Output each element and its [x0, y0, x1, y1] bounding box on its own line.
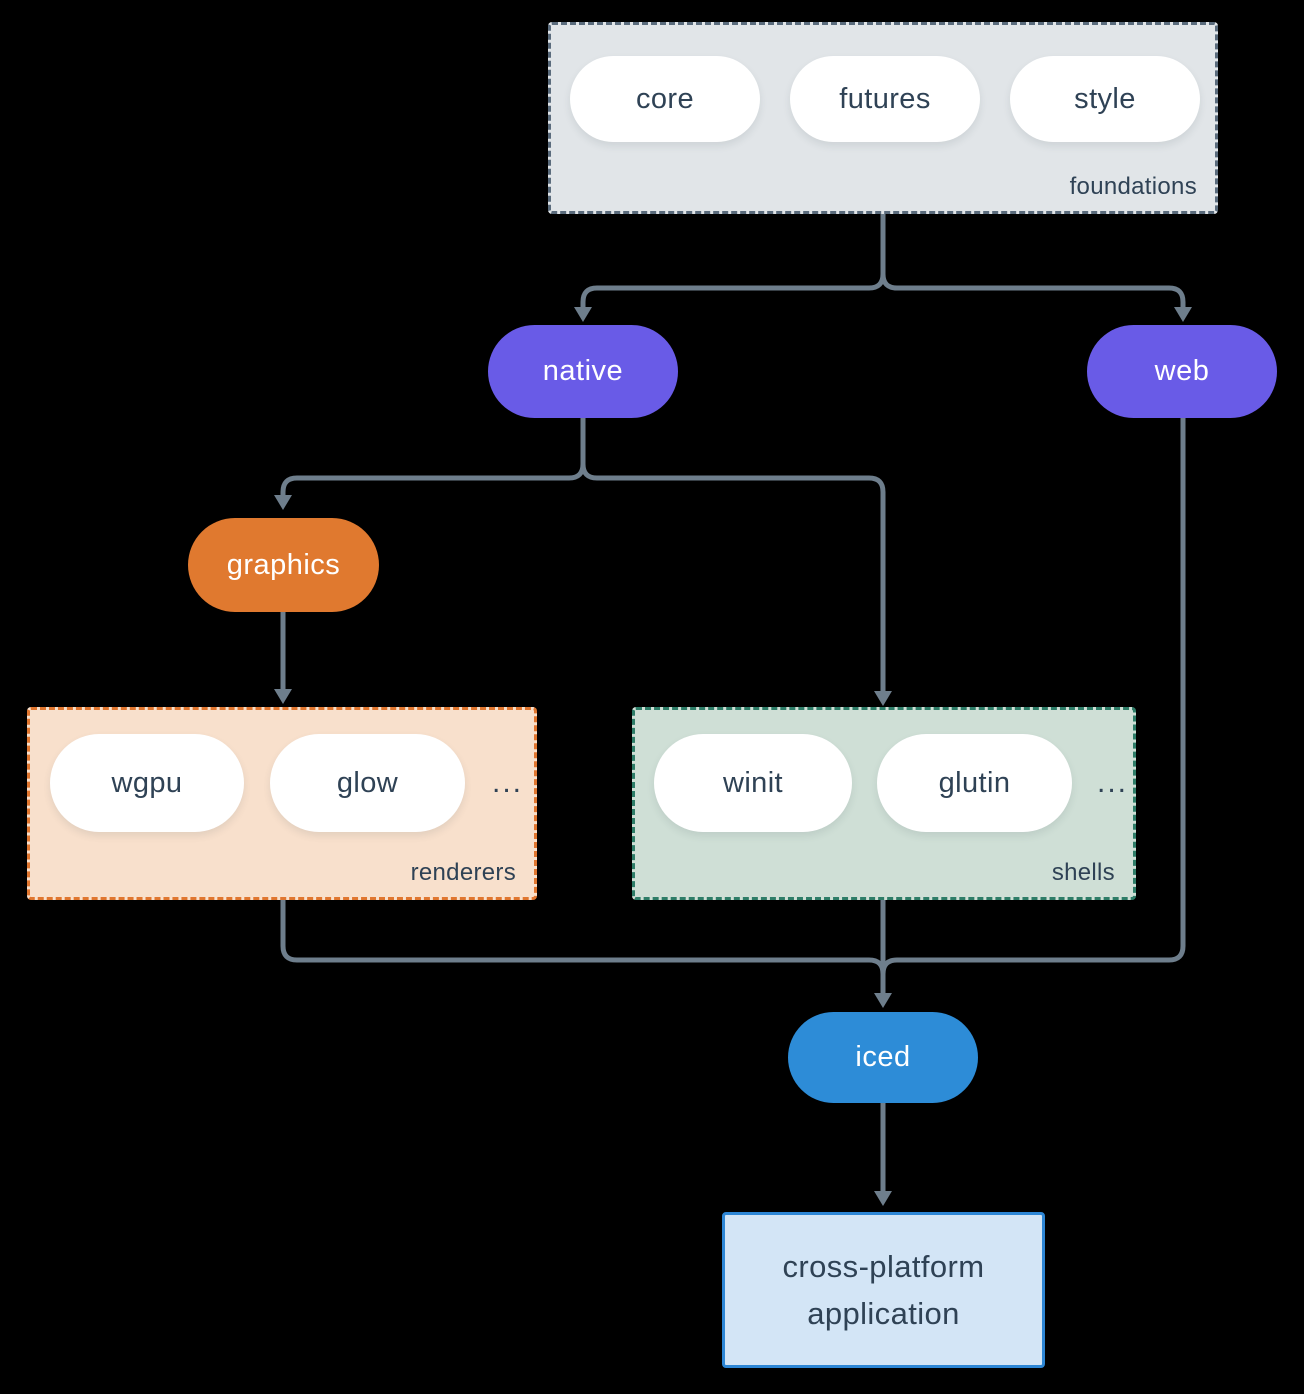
group-shells: winit glutin ... shells [632, 707, 1136, 900]
application-box: cross-platform application [722, 1212, 1045, 1368]
group-renderers: wgpu glow ... renderers [27, 707, 537, 900]
node-web: web [1087, 325, 1277, 418]
arrowhead-iced [874, 993, 892, 1008]
pill-winit: winit [654, 734, 852, 832]
arrow-native-to-shells [580, 461, 886, 695]
pill-glutin: glutin [877, 734, 1072, 832]
pill-futures: futures [790, 56, 980, 142]
group-renderers-label: renderers [410, 859, 516, 886]
arrowhead-graphics [274, 495, 292, 510]
shells-ellipsis: ... [1096, 766, 1128, 799]
arrow-native-to-graphics [280, 415, 586, 499]
arrowhead-application [874, 1191, 892, 1206]
pill-wgpu: wgpu [50, 734, 244, 832]
group-foundations: core futures style foundations [548, 22, 1218, 214]
application-label-line2: application [807, 1296, 960, 1331]
pill-glow: glow [270, 734, 465, 832]
arrowhead-renderers [274, 689, 292, 704]
group-shells-label: shells [1051, 859, 1115, 886]
node-native: native [488, 325, 678, 418]
pill-style: style [1010, 56, 1200, 142]
arrow-renderers-to-iced [280, 897, 886, 977]
node-graphics: graphics [188, 518, 379, 612]
group-foundations-label: foundations [1069, 173, 1197, 200]
arrowhead-shells [874, 691, 892, 706]
node-iced: iced [788, 1012, 978, 1103]
arrowhead-web [1174, 307, 1192, 322]
arrow-foundations-to-native [580, 211, 886, 311]
arrowhead-native [574, 307, 592, 322]
pill-core: core [570, 56, 760, 142]
renderers-ellipsis: ... [491, 766, 523, 799]
arrow-foundations-to-web [880, 271, 1186, 311]
application-label-line1: cross-platform [782, 1248, 985, 1284]
